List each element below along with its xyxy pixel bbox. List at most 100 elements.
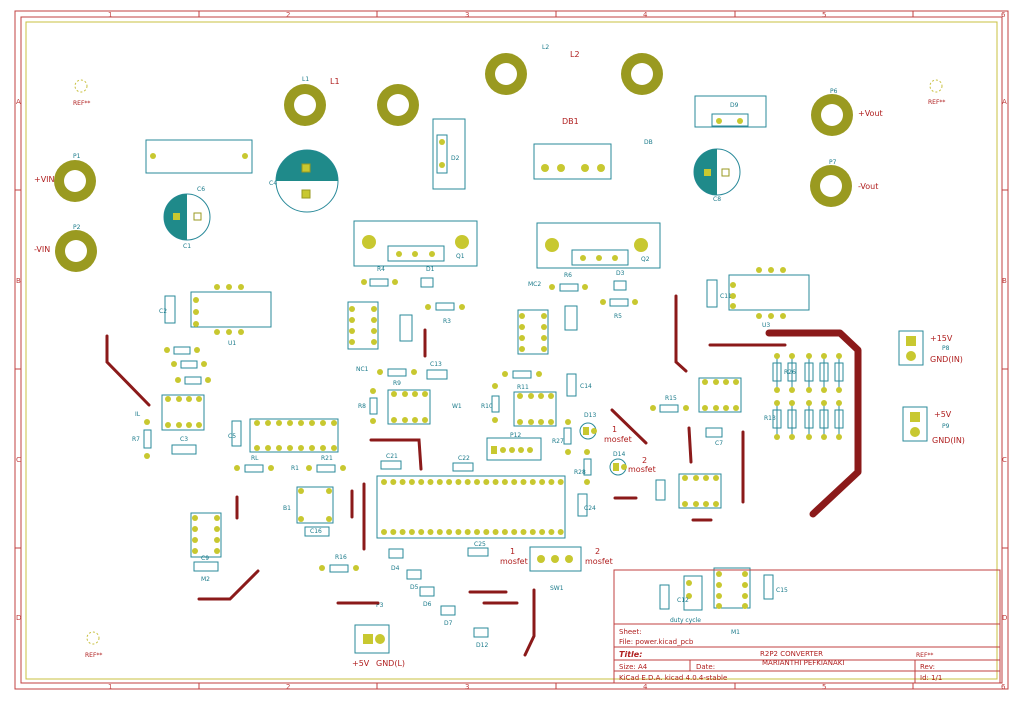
- col-label-bottom-5: 5: [822, 683, 826, 691]
- title-id: Id: 1/1: [920, 674, 942, 682]
- svg-text:L2: L2: [542, 44, 549, 51]
- diode-d2: D2: [432, 118, 466, 190]
- mcu-pin-pad: [464, 529, 471, 535]
- mcu-pin-pad: [455, 479, 462, 485]
- mcu-pin-pad: [557, 479, 564, 485]
- svg-text:P8: P8: [942, 345, 950, 352]
- mcu-pin-pad: [548, 479, 555, 485]
- col-label-bottom-2: 2: [286, 683, 290, 691]
- mcu-pin-pad: [529, 529, 536, 535]
- resistor-nc1-row: NC1 C13: [356, 361, 448, 380]
- ic-mc2: [517, 305, 578, 355]
- mcu-pin-pad: [381, 529, 387, 535]
- resistor-r5: R5: [600, 298, 638, 320]
- svg-text:B1: B1: [283, 505, 291, 512]
- svg-text:L1: L1: [302, 76, 309, 83]
- switch-sw1: SW1 1 mosfet 2 mosfet: [500, 546, 613, 592]
- capacitor-c4: C4: [269, 149, 339, 213]
- svg-text:R8: R8: [358, 403, 366, 410]
- row-label-right-d: D: [1002, 614, 1007, 622]
- svg-text:mosfet: mosfet: [585, 557, 613, 566]
- col-label-top-1: 1: [108, 11, 112, 19]
- mcu-pin-pad: [390, 529, 397, 535]
- svg-text:D14: D14: [613, 451, 625, 458]
- svg-text:U1: U1: [228, 340, 236, 347]
- title-label: Title:: [619, 650, 642, 659]
- ic-mc1: [347, 301, 413, 350]
- svg-text:R10: R10: [481, 403, 493, 410]
- sheet-border-outer: [14, 10, 1009, 690]
- ref-mark-top-right: REF**: [928, 79, 945, 106]
- label-vin-pos: +VIN: [34, 175, 55, 184]
- svg-text:C22: C22: [458, 455, 470, 462]
- bridge-db1: DB1 DB: [533, 117, 653, 180]
- mcu-pin-pad: [529, 479, 536, 485]
- svg-text:U3: U3: [762, 322, 770, 329]
- svg-text:C4: C4: [269, 180, 277, 187]
- svg-text:C12: C12: [677, 597, 689, 604]
- capacitor-c25: C25: [467, 541, 489, 557]
- mcu-pin-pad: [399, 479, 406, 485]
- duty-cycle-components: C12 C15 duty cycle M1: [659, 567, 788, 636]
- mcu-pin-pad: [381, 479, 387, 485]
- svg-text:GND(IN): GND(IN): [930, 355, 963, 364]
- resistor-r4: R4: [361, 266, 434, 288]
- svg-text:C1: C1: [183, 243, 191, 250]
- svg-text:C16: C16: [310, 528, 322, 535]
- mcu-pin-pad: [511, 529, 518, 535]
- svg-text:REF**: REF**: [916, 652, 933, 659]
- svg-text:P1: P1: [73, 153, 81, 160]
- resistor-r15: R15: [650, 395, 689, 413]
- svg-text:DB1: DB1: [562, 117, 579, 126]
- svg-text:mosfet: mosfet: [628, 465, 656, 474]
- row-label-left-c: C: [16, 456, 21, 464]
- col-label-top-3: 3: [465, 11, 469, 19]
- title-tool: KiCad E.D.A. kicad 4.0.4-stable: [619, 674, 727, 682]
- title-date: Date:: [696, 663, 715, 671]
- svg-text:DB: DB: [644, 139, 653, 146]
- mcu-pin-pad: [520, 529, 527, 535]
- led-d14: D14 2 mosfet: [609, 451, 656, 476]
- svg-text:C7: C7: [715, 440, 723, 447]
- col-label-bottom-4: 4: [643, 683, 648, 691]
- title-file-label: File: power.kicad_pcb: [619, 638, 694, 646]
- resistor-array-right: R13 R26: [764, 353, 844, 440]
- svg-text:R26: R26: [784, 369, 796, 376]
- ref-mark-bottom-right: REF**: [916, 652, 933, 659]
- svg-text:1: 1: [612, 425, 617, 434]
- ref-mark-bottom-left: REF**: [85, 631, 102, 659]
- svg-text:M1: M1: [731, 629, 740, 636]
- connector-p8-15v: +15V GND(IN) P8: [898, 330, 963, 366]
- mcu-pin-pad: [501, 529, 508, 535]
- svg-text:R9: R9: [393, 380, 401, 387]
- svg-text:R15: R15: [665, 395, 677, 402]
- mcu-pin-pad: [446, 479, 453, 485]
- svg-text:P7: P7: [829, 159, 837, 166]
- col-label-top-2: 2: [286, 11, 290, 19]
- row-label-right-c: C: [1002, 456, 1007, 464]
- connector-p6-vout-pos: +Vout P6: [811, 88, 883, 136]
- svg-text:D1: D1: [426, 266, 435, 273]
- svg-text:GND(L): GND(L): [376, 659, 405, 668]
- title-rev: Rev:: [920, 663, 935, 671]
- led-d13: D13 1 mosfet: [579, 412, 632, 444]
- svg-text:P3: P3: [376, 602, 384, 609]
- mcu-pin-pad: [427, 479, 434, 485]
- col-label-top-4: 4: [643, 11, 648, 19]
- mcu-pin-pad: [464, 479, 471, 485]
- copper-tracks: [105, 294, 862, 657]
- resistor-rl: RL: [234, 455, 274, 473]
- svg-text:MC2: MC2: [528, 281, 541, 288]
- row-markers-left: A B C D: [15, 98, 21, 622]
- ic-center-dip-left: R9 W1: [387, 380, 462, 425]
- svg-text:C13: C13: [430, 361, 442, 368]
- svg-text:C8: C8: [713, 196, 721, 203]
- svg-text:GND(IN): GND(IN): [932, 436, 965, 445]
- mcu-pin-pad: [418, 479, 425, 485]
- svg-text:C5: C5: [228, 433, 236, 440]
- capacitor-c8: C8: [693, 148, 741, 203]
- ic-right-dip-upper: C7: [698, 377, 742, 447]
- svg-text:C21: C21: [386, 453, 398, 460]
- resistor-r6: R6 MC2: [528, 272, 627, 292]
- board-outline: [25, 21, 998, 680]
